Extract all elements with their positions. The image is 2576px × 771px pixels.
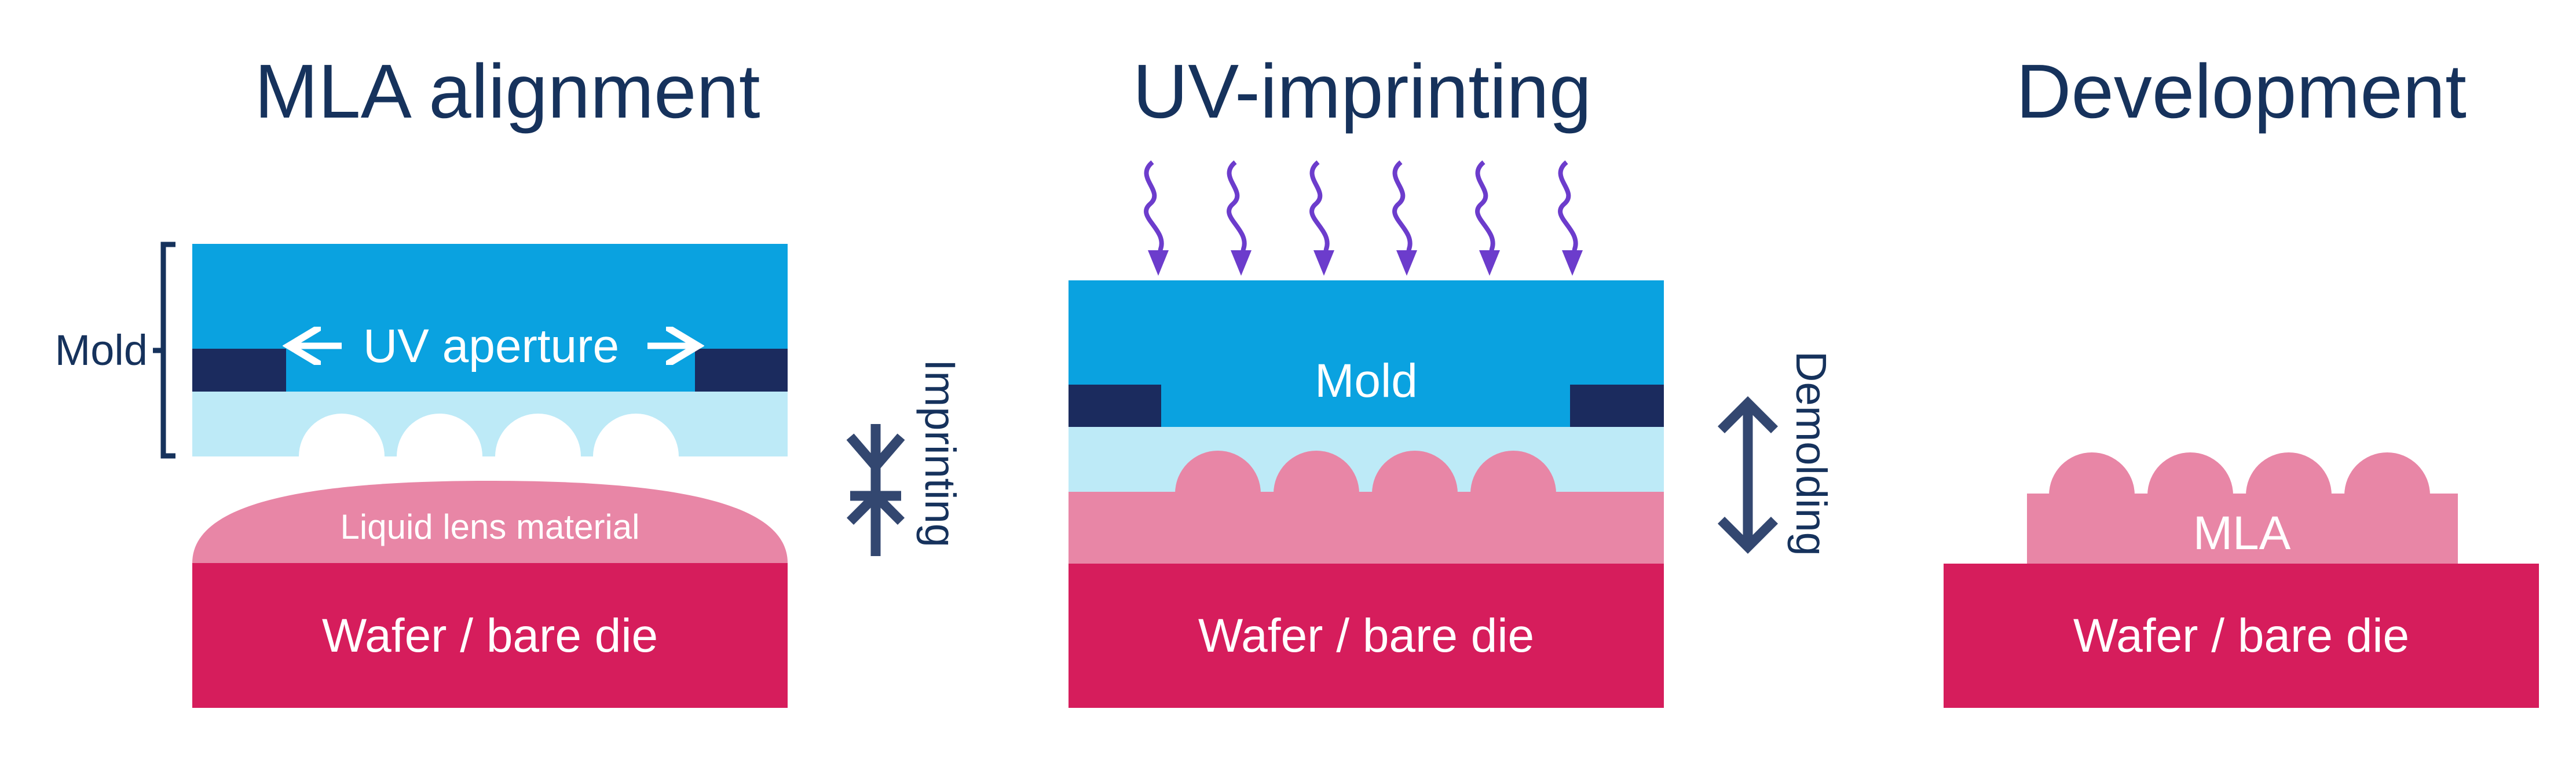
mold-lens-cavities [299, 414, 679, 456]
wavy-arrow-icon [1144, 160, 1169, 276]
aperture-stop-left [192, 349, 286, 392]
wafer [1069, 564, 1664, 708]
imprinting-label: Imprinting [916, 359, 964, 547]
lens [2246, 452, 2332, 495]
mla-label: MLA [2193, 507, 2291, 560]
mla-lenses [2049, 452, 2430, 495]
mold-lower-layer [192, 392, 788, 456]
wavy-arrow-icon [1475, 160, 1500, 276]
uv-light-rays [1144, 160, 1583, 276]
aperture-stop-left [1069, 385, 1161, 427]
lens [2147, 452, 2233, 495]
uv-aperture-label: UV aperture [363, 320, 619, 372]
liquid-lens-material [192, 481, 788, 563]
imprinted-lenses [1175, 451, 1556, 494]
panel-title: Development [2016, 49, 2467, 134]
wafer-label: Wafer / bare die [2073, 609, 2409, 662]
wafer-label: Wafer / bare die [322, 609, 658, 662]
panel-title: MLA alignment [254, 49, 760, 134]
wavy-arrow-icon [1558, 160, 1583, 276]
wafer [1944, 564, 2539, 708]
lens [2344, 452, 2430, 495]
lens-cavity [495, 414, 581, 456]
lens [1175, 451, 1261, 494]
mold-body [192, 244, 788, 392]
panel-development: Development MLA Wafer / bare die [1944, 49, 2539, 708]
panel-title: UV-imprinting [1133, 49, 1591, 134]
compress-arrows-icon [846, 424, 905, 556]
liquid-lens-label: Liquid lens material [341, 507, 640, 546]
wafer [192, 563, 788, 708]
lens [2049, 452, 2135, 495]
lens-cavity [397, 414, 482, 456]
wavy-arrow-icon [1309, 160, 1334, 276]
panel-uv-imprinting: UV-imprinting [1069, 49, 1835, 708]
mla-base [2027, 494, 2458, 564]
lens [1274, 451, 1359, 494]
mold-body [1069, 280, 1664, 427]
panel-mla-alignment: MLA alignment Mold UV aperture Liquid le… [55, 49, 964, 708]
wafer-label: Wafer / bare die [1198, 609, 1534, 662]
demolding-label: Demolding [1787, 351, 1835, 556]
lens-cavity [299, 414, 385, 456]
lens [1470, 451, 1556, 494]
wavy-arrow-icon [1392, 160, 1417, 276]
mold-label: Mold [55, 326, 148, 374]
mold-label: Mold [1315, 355, 1418, 407]
lens-cavity [593, 414, 679, 456]
lens [1372, 451, 1458, 494]
lens-material-layer [1069, 492, 1664, 564]
double-arrow-icon [1717, 396, 1779, 554]
mold-lower-layer [1069, 427, 1664, 492]
aperture-stop-right [695, 349, 788, 392]
mold-bracket [160, 242, 175, 459]
aperture-stop-right [1570, 385, 1664, 427]
wavy-arrow-icon [1227, 160, 1252, 276]
